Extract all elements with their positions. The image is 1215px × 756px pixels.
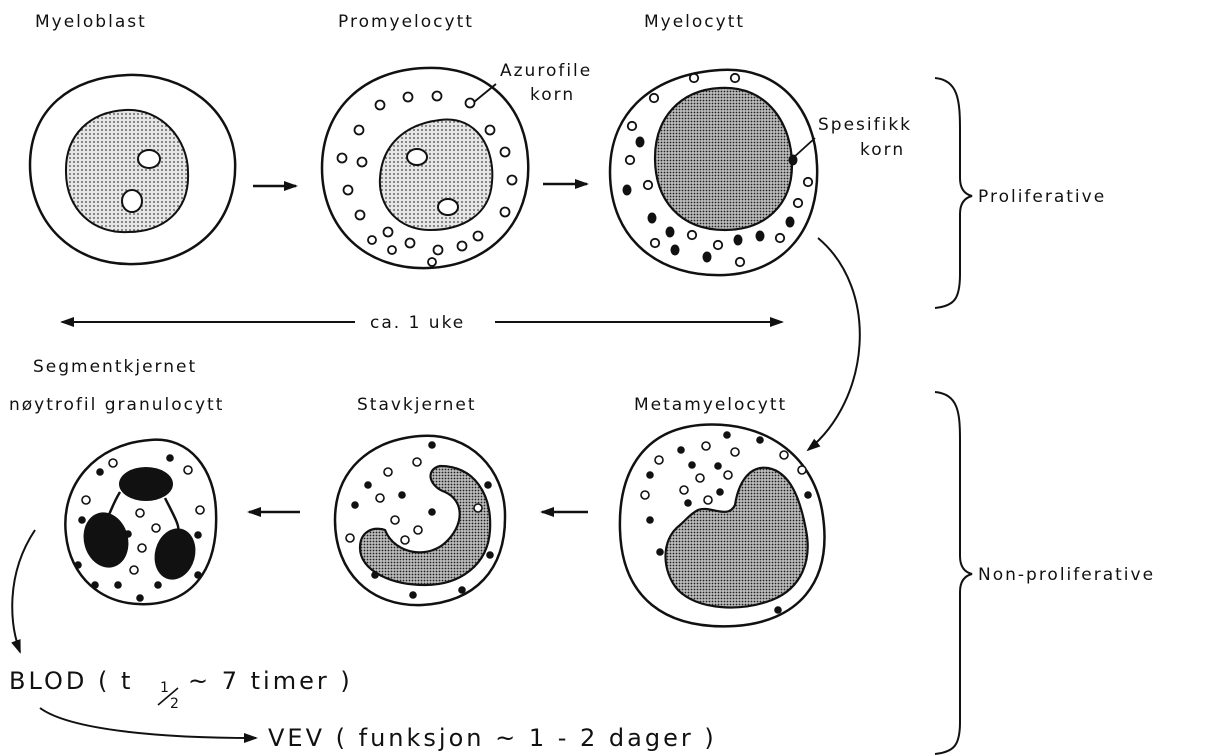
blod-label: BLOD ( t 1 2 ~ 7 timer ) — [9, 667, 353, 712]
label-stavkjernet: Stavkjernet — [357, 395, 477, 415]
myelocytt-cell — [610, 70, 817, 275]
arrow-myelocytt-to-metamyelocytt — [808, 238, 860, 450]
arrow-blod-to-vev — [40, 708, 256, 738]
brace-proliferative — [935, 78, 972, 308]
label-proliferative: Proliferative — [978, 187, 1106, 207]
arrow-to-blod — [12, 530, 35, 652]
promyelocytt-cell — [322, 68, 528, 268]
label-promyelocytt: Promyelocytt — [338, 12, 474, 32]
myeloblast-cell — [30, 75, 235, 264]
label-azurofile-korn: korn — [530, 85, 575, 105]
label-spesifikk-korn: korn — [860, 140, 905, 160]
metamyelocytt-cell — [620, 425, 825, 627]
label-non-proliferative: Non-proliferative — [978, 565, 1155, 585]
label-azurofile: Azurofile — [500, 61, 592, 81]
blod-suffix: ~ 7 timer ) — [188, 667, 353, 695]
brace-non-proliferative — [935, 392, 972, 754]
blod-half-bottom: 2 — [170, 696, 179, 712]
blod-half-top: 1 — [160, 680, 169, 696]
segmentkjernet-cell — [65, 440, 216, 605]
label-myeloblast: Myeloblast — [35, 12, 147, 32]
label-spesifikk: Spesifikk — [818, 115, 912, 135]
vev-label: VEV ( funksjon ~ 1 - 2 dager ) — [268, 724, 717, 752]
stavkjernet-cell — [335, 436, 505, 605]
label-segmentkjernet: Segmentkjernet — [33, 357, 197, 377]
blod-prefix: BLOD ( t — [9, 667, 133, 695]
label-metamyelocytt: Metamyelocytt — [634, 395, 787, 415]
label-noytrofil-granulocytt: nøytrofil granulocytt — [9, 395, 224, 415]
label-duration: ca. 1 uke — [370, 313, 465, 333]
label-myelocytt: Myelocytt — [644, 12, 745, 32]
